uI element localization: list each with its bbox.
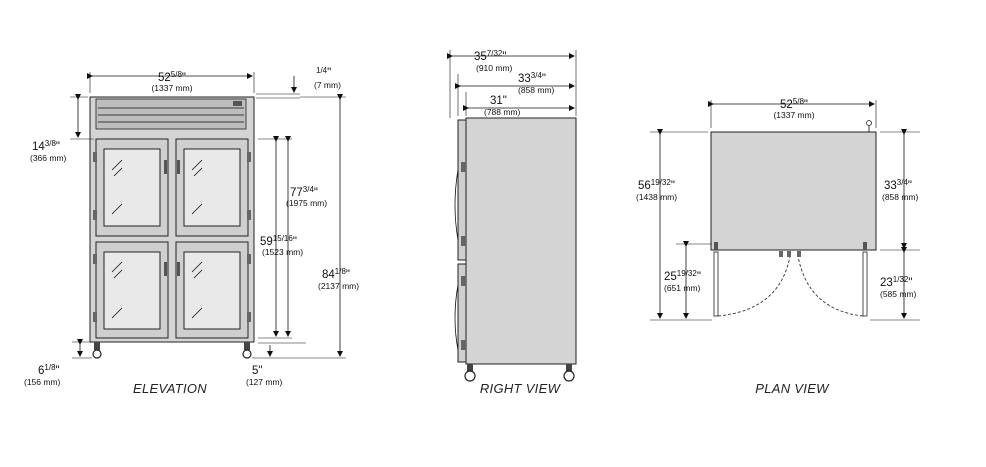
svg-text:1/4": 1/4" (316, 66, 331, 79)
svg-text:(1523 mm): (1523 mm) (262, 247, 303, 257)
svg-text:(651 mm): (651 mm) (664, 283, 701, 293)
svg-text:(1337 mm): (1337 mm) (773, 110, 814, 120)
svg-text:5619/32": 5619/32" (638, 178, 675, 192)
svg-text:31": 31" (490, 95, 507, 107)
plan-total-depth-dim: 5619/32" (1438 mm) (636, 178, 677, 202)
svg-text:(156 mm): (156 mm) (24, 377, 61, 387)
svg-text:(858 mm): (858 mm) (518, 85, 555, 95)
svg-text:(858 mm): (858 mm) (882, 192, 919, 202)
elev-top-section-dim: 143/8" (366 mm) (30, 139, 67, 163)
door-swing-arc (717, 255, 791, 317)
svg-text:2519/32": 2519/32" (664, 269, 701, 283)
svg-text:(1975 mm): (1975 mm) (286, 198, 327, 208)
door-open-left (713, 251, 719, 317)
right-view-label: RIGHT VIEW (480, 381, 562, 396)
elevation-label: ELEVATION (133, 381, 207, 396)
elev-caster-dim: 61/8" (156 mm) (24, 363, 61, 387)
plan-door-swing-dim: 2519/32" (651 mm) (664, 269, 701, 293)
elev-width-dim: 525/8" (1337 mm) (151, 70, 192, 93)
elev-leg-dim: 5" (127 mm) (246, 365, 283, 387)
elevation-view (70, 72, 346, 359)
door-side-upper (457, 119, 467, 261)
plan-door-swing-right-dim: 231/32" (585 mm) (880, 275, 917, 299)
svg-text:525/8": 525/8" (780, 97, 808, 111)
elev-door-height-dim: 773/4" (1975 mm) (286, 185, 327, 208)
svg-text:(7 mm): (7 mm) (314, 80, 341, 90)
svg-text:333/4": 333/4" (518, 71, 546, 85)
plan-view-label: PLAN VIEW (755, 381, 830, 396)
plan-view (650, 100, 920, 321)
elev-top-gap-dim: 1/4" (7 mm) (314, 66, 341, 90)
caster-icon (464, 370, 476, 382)
controller-icon (233, 101, 242, 106)
svg-text:357/32": 357/32" (474, 49, 506, 63)
svg-text:(366 mm): (366 mm) (30, 153, 67, 163)
svg-text:(585 mm): (585 mm) (880, 289, 917, 299)
top-grille (95, 98, 247, 130)
svg-text:5": 5" (252, 365, 263, 377)
svg-text:231/32": 231/32" (880, 275, 912, 289)
glass-upper-right (183, 148, 241, 227)
svg-text:525/8": 525/8" (158, 70, 186, 84)
plan-depth-dim: 333/4" (858 mm) (882, 178, 919, 202)
door-side-lower (457, 263, 467, 363)
svg-text:143/8": 143/8" (32, 139, 60, 153)
elev-clear-height-dim: 5915/16" (1523 mm) (260, 234, 303, 257)
svg-text:(910 mm): (910 mm) (476, 63, 513, 73)
svg-text:(2137 mm): (2137 mm) (318, 281, 359, 291)
plan-width-dim: 525/8" (1337 mm) (773, 97, 814, 120)
svg-text:333/4": 333/4" (884, 178, 912, 192)
caster-icon (92, 349, 102, 359)
svg-text:(127 mm): (127 mm) (246, 377, 283, 387)
svg-text:(1337 mm): (1337 mm) (151, 83, 192, 93)
handle-icon (164, 160, 167, 174)
svg-text:5915/16": 5915/16" (260, 234, 297, 248)
svg-text:61/8": 61/8" (38, 363, 60, 377)
svg-text:(788 mm): (788 mm) (484, 107, 521, 117)
svg-text:773/4": 773/4" (290, 185, 318, 199)
right-depth-cabinet-dim: 31" (788 mm) (484, 95, 521, 117)
right-depth-total-dim: 357/32" (910 mm) (474, 49, 513, 73)
svg-text:(1438 mm): (1438 mm) (636, 192, 677, 202)
cabinet-side (465, 117, 577, 365)
elev-overall-height-dim: 841/8" (2137 mm) (318, 267, 359, 291)
door-open-right (862, 251, 868, 317)
cabinet-top (710, 131, 877, 251)
right-view (447, 50, 577, 382)
right-depth-body-dim: 333/4" (858 mm) (518, 71, 555, 95)
glass-upper-left (103, 148, 161, 227)
svg-text:841/8": 841/8" (322, 267, 350, 281)
